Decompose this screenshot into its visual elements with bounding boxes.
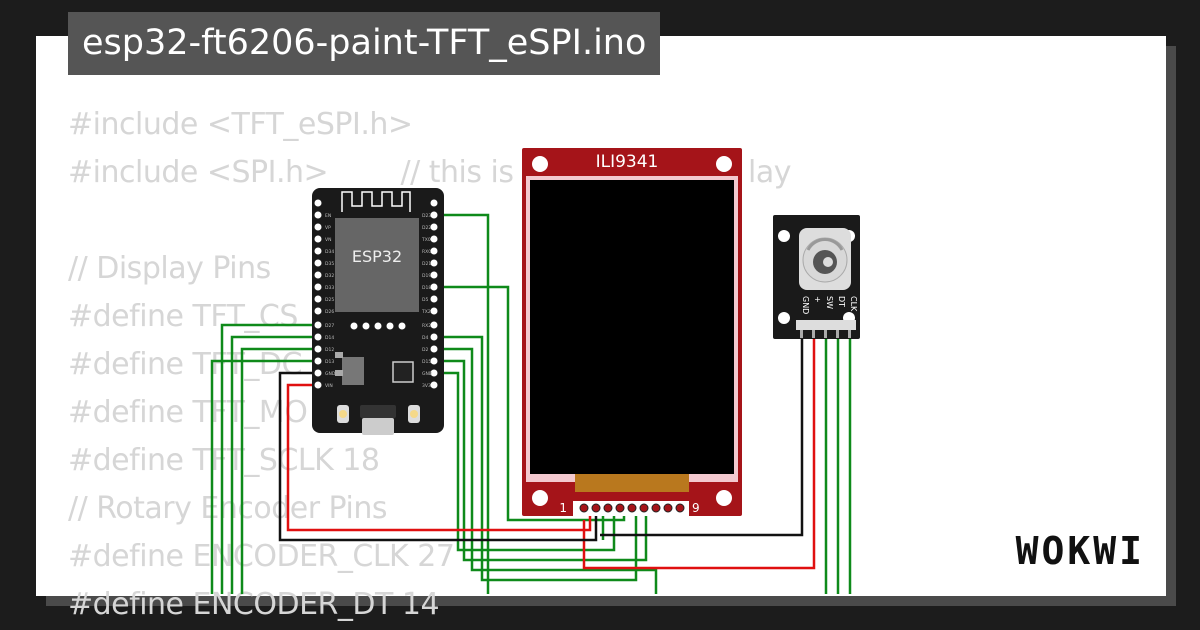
wire [220,323,318,594]
svg-text:D21: D21 [422,261,431,267]
svg-text:VP: VP [325,225,331,231]
encoder-header [796,320,856,330]
wire [434,335,638,582]
rotate-icon [806,237,844,251]
svg-text:VIN: VIN [325,383,333,389]
svg-text:GND: GND [801,296,810,314]
svg-text:VN: VN [325,237,331,243]
code-line: #define ENCODER_CLK 27 [68,539,455,574]
esp32-label: ESP32 [352,247,402,266]
esp32-pin-labels: EN VP VN D34 D35 D32 D33 D25 D26 D27 D14… [325,213,433,389]
wire [434,213,490,594]
svg-text:3V3: 3V3 [422,383,431,389]
wire [230,335,318,594]
usb-connector [362,418,394,435]
wire [240,347,318,594]
display-pin-end: 9 [692,501,700,515]
code-line: #define TFT_SCLK 18 [68,443,380,478]
wire [582,330,816,570]
file-title-tab[interactable]: esp32-ft6206-paint-TFT_eSPI.ino [68,12,661,75]
wire [434,285,626,522]
esp32-module [335,218,419,312]
code-line: #include <TFT_eSPI.h> [68,107,413,142]
wokwi-logo-text: WOKWI [1016,529,1145,573]
wokwi-logo: WOKWI [1016,529,1145,573]
display-flex-cable [575,474,689,492]
regulator [342,357,364,385]
encoder-pin-labels: GND + SW DT CLK [801,296,858,314]
wire [434,371,616,552]
svg-text:GND: GND [325,371,336,377]
wire [434,359,648,562]
usb-chip [392,361,414,383]
svg-text:EN: EN [325,213,331,219]
svg-text:D18: D18 [422,285,431,291]
wire [286,383,592,532]
wire [600,330,804,537]
svg-text:D22: D22 [422,225,431,231]
rotary-encoder[interactable]: GND + SW DT CLK [773,215,860,339]
esp32-header-dots [350,322,406,330]
svg-text:DT: DT [837,296,846,307]
ili9341-display[interactable]: ILI9341 1 9 [522,148,742,516]
svg-text:D5: D5 [422,297,428,303]
wire-group-black [278,330,804,542]
svg-text:D13: D13 [325,359,334,365]
antenna-icon [341,191,411,212]
code-line: #define ENCODER_DT 14 [68,587,440,622]
esp32-board[interactable]: ESP32 EN VP VN D34 D35 D32 D33 [312,188,444,435]
wire [434,347,658,594]
wire [210,359,318,594]
svg-text:CLK: CLK [849,296,858,312]
svg-text:D23: D23 [422,213,431,219]
svg-text:D12: D12 [325,347,334,353]
usb-port [360,405,396,418]
svg-text:D34: D34 [325,249,334,255]
svg-text:D33: D33 [325,285,334,291]
svg-text:D27: D27 [325,323,334,329]
code-line: // Rotary Encoder Pins [68,491,387,526]
code-line: #define TFT_CS [68,299,298,334]
display-pins [579,503,685,513]
svg-text:RX0: RX0 [422,249,431,255]
svg-text:D4: D4 [422,335,428,341]
svg-text:SW: SW [825,296,834,309]
svg-text:D25: D25 [325,297,334,303]
svg-text:+: + [813,296,822,303]
esp32-right-pins [430,199,438,389]
code-line: #define TFT_DC [68,347,302,382]
svg-text:D19: D19 [422,273,431,279]
svg-text:D2: D2 [422,347,428,353]
wire-group-red [286,330,816,570]
svg-text:D14: D14 [325,335,334,341]
svg-text:D35: D35 [325,261,334,267]
display-pin-start: 1 [559,501,567,515]
svg-text:D15: D15 [422,359,431,365]
wire [278,371,598,542]
display-label: ILI9341 [596,152,659,172]
code-line-tail: lay [748,155,791,190]
svg-text:D32: D32 [325,273,334,279]
encoder-pins [800,330,851,338]
display-screen[interactable] [530,180,734,474]
svg-text:TX0: TX0 [421,237,431,243]
code-line: // Display Pins [68,251,271,286]
svg-text:RX2: RX2 [422,323,431,329]
svg-text:D26: D26 [325,309,334,315]
svg-text:GND: GND [422,371,433,377]
esp32-left-pins [314,199,322,389]
svg-text:TX2: TX2 [421,309,431,315]
